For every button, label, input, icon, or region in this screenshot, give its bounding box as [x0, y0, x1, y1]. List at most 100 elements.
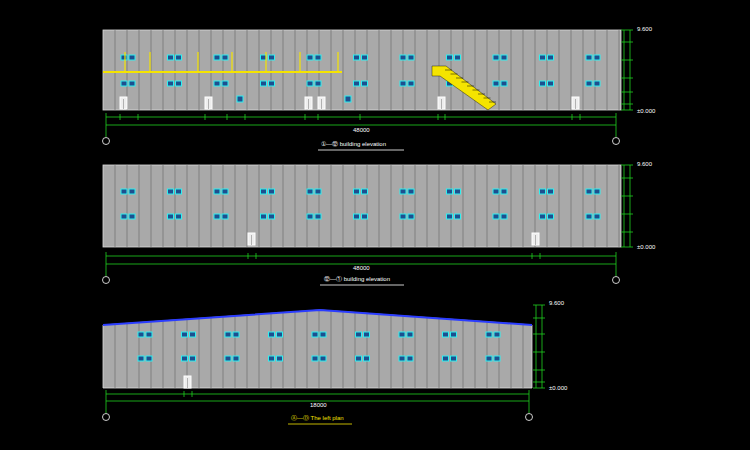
cladding-seam	[571, 165, 572, 247]
cladding-seam	[331, 311, 332, 388]
cladding-seam	[115, 165, 116, 247]
cladding-seam	[175, 320, 176, 388]
dimension-tick	[621, 104, 633, 105]
dimension-tick	[580, 114, 581, 120]
window-symbol	[447, 214, 453, 219]
window-symbol	[269, 356, 275, 361]
dimension-line	[106, 125, 616, 126]
cladding-seam	[571, 30, 572, 110]
window-symbol	[214, 81, 220, 86]
dimension-tick	[572, 114, 573, 120]
cladding-seam	[259, 165, 260, 247]
window-symbol	[307, 81, 313, 86]
dimension-tick	[621, 214, 633, 215]
window-symbol	[121, 214, 127, 219]
cladding-seam	[115, 324, 116, 388]
door-symbol	[318, 97, 325, 109]
window-symbol	[494, 332, 500, 337]
cladding-seam	[547, 165, 548, 247]
caption-text: ⑫—① building elevation	[323, 276, 391, 283]
cladding-seam	[499, 165, 500, 247]
dimension-tick	[318, 114, 319, 120]
window-symbol	[261, 214, 267, 219]
canopy-post	[337, 52, 338, 72]
window-symbol	[586, 81, 592, 86]
cladding-seam	[247, 30, 248, 110]
window-symbol	[400, 55, 406, 60]
dimension-tick	[438, 114, 439, 120]
dimension-line	[106, 252, 107, 276]
window-symbol	[594, 81, 600, 86]
dimension-line	[536, 305, 537, 388]
cladding-seam	[211, 165, 212, 247]
window-symbol	[399, 332, 405, 337]
door-symbol	[305, 97, 312, 109]
dimension-tick	[192, 391, 193, 397]
cladding-seam	[427, 30, 428, 110]
window-symbol	[129, 81, 135, 86]
window-symbol	[586, 189, 592, 194]
door-symbol	[321, 99, 322, 109]
window-symbol	[354, 189, 360, 194]
window-symbol	[455, 55, 461, 60]
window-symbol	[146, 332, 152, 337]
window-symbol	[540, 189, 546, 194]
cladding-seam	[247, 165, 248, 247]
cladding-seam	[139, 30, 140, 110]
cladding-seam	[439, 318, 440, 388]
window-symbol	[407, 356, 413, 361]
window-symbol	[307, 189, 313, 194]
cladding-seam	[355, 312, 356, 388]
window-symbol	[307, 214, 313, 219]
dimension-tick	[540, 253, 541, 259]
cladding-seam	[367, 165, 368, 247]
stair-step	[478, 94, 485, 95]
window-symbol	[138, 332, 144, 337]
dimension-tick	[533, 388, 545, 389]
window-symbol	[443, 356, 449, 361]
stair-step	[451, 74, 458, 75]
stair-step	[473, 90, 480, 91]
canopy	[103, 71, 342, 73]
cladding-seam	[355, 165, 356, 247]
window-symbol	[345, 96, 351, 102]
window-symbol	[362, 55, 368, 60]
cladding-seam	[559, 30, 560, 110]
window-symbol	[129, 55, 135, 60]
cladding-seam	[235, 30, 236, 110]
cladding-seam	[511, 165, 512, 247]
cladding-seam	[319, 165, 320, 247]
door-symbol	[308, 99, 309, 109]
cladding-seam	[595, 30, 596, 110]
window-symbol	[214, 55, 220, 60]
window-symbol	[447, 55, 453, 60]
dimension-tick	[533, 382, 545, 383]
cladding-seam	[367, 30, 368, 110]
window-symbol	[269, 332, 275, 337]
dimension-tick	[120, 114, 121, 120]
dimension-line	[106, 117, 616, 118]
dimension-tick	[248, 253, 249, 259]
dimension-tick	[621, 196, 633, 197]
window-symbol	[486, 332, 492, 337]
canopy-post	[149, 52, 150, 72]
window-symbol	[315, 214, 321, 219]
dimension-tick	[305, 114, 306, 120]
window-symbol	[362, 81, 368, 86]
window-symbol	[121, 189, 127, 194]
dimension-tick	[621, 247, 633, 248]
window-symbol	[455, 189, 461, 194]
building-wall	[103, 165, 621, 247]
dimension-line	[106, 256, 616, 257]
cladding-seam	[199, 165, 200, 247]
window-symbol	[222, 189, 228, 194]
level-text: ±0.000	[548, 385, 568, 392]
cladding-seam	[271, 313, 272, 388]
stair-step	[467, 86, 474, 87]
dimension-tick	[621, 110, 633, 111]
cladding-seam	[355, 30, 356, 110]
cladding-seam	[379, 30, 380, 110]
cladding-seam	[451, 165, 452, 247]
window-symbol	[407, 332, 413, 337]
cladding-seam	[463, 320, 464, 388]
